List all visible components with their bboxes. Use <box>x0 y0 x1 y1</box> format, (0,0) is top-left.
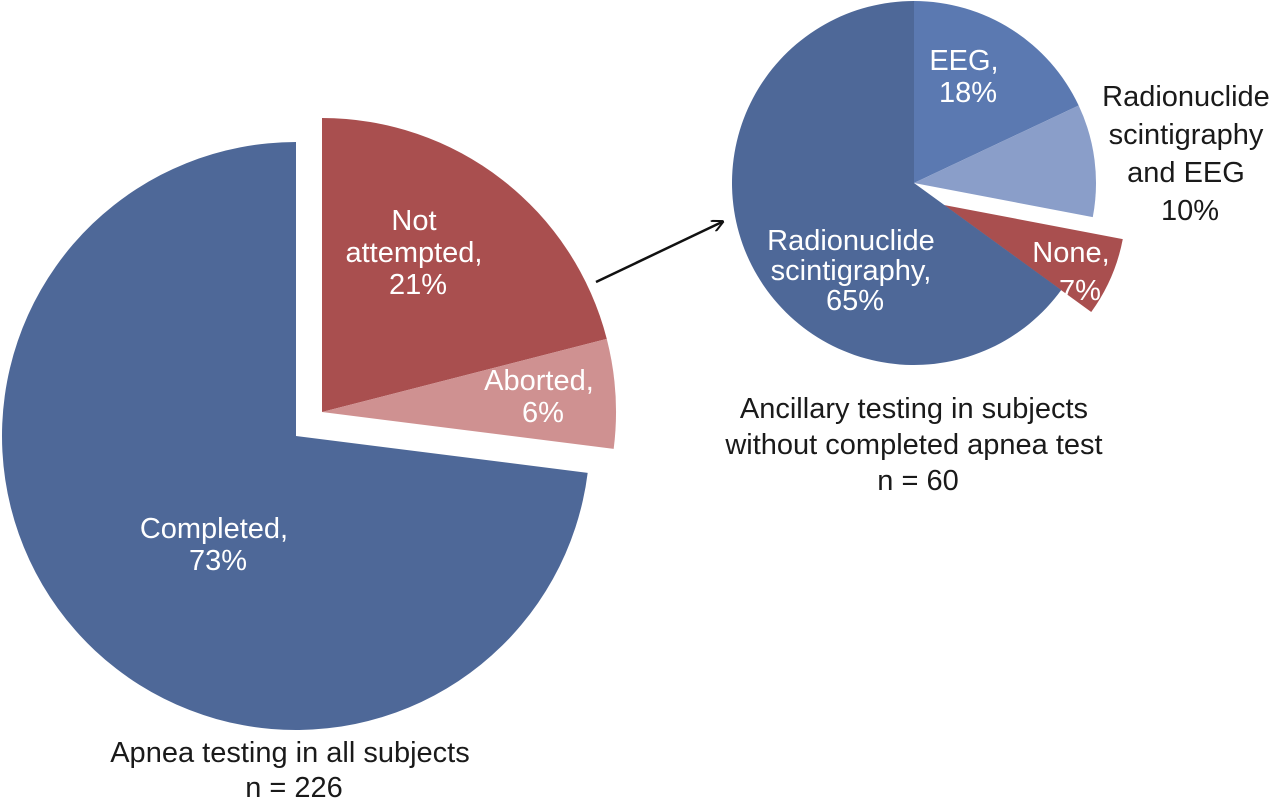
label-not-attempted: Not attempted, 21% <box>345 205 490 301</box>
label-eeg: EEG, 18% <box>929 45 1006 109</box>
pie-apnea-testing: Completed, 73% Not attempted, 21% Aborte… <box>1 118 616 804</box>
slice-eeg <box>914 1 1079 183</box>
label-completed: Completed, 73% <box>140 513 296 577</box>
pie-ancillary-testing: EEG, 18% Radionuclide scintigraphy and E… <box>724 1 1278 497</box>
label-aborted: Aborted, 6% <box>484 365 602 429</box>
slice-aborted <box>322 338 616 449</box>
caption-ancillary-testing: Ancillary testing in subjects without co… <box>724 393 1110 497</box>
slice-completed <box>1 141 588 730</box>
label-radionuclide-and-eeg: Radionuclide scintigraphy and EEG 10% <box>1102 81 1278 227</box>
slice-radionuclide-and-eeg <box>914 105 1097 218</box>
caption-apnea-testing: Apnea testing in all subjects n = 226 <box>110 737 478 804</box>
slice-radionuclide-scintigraphy <box>732 1 1062 365</box>
label-radionuclide-scintigraphy: Radionuclide scintigraphy, 65% <box>767 225 943 317</box>
connector-arrow <box>595 222 722 284</box>
slice-none <box>944 205 1123 312</box>
label-none: None, 7% <box>1032 237 1117 307</box>
slice-not-attempted <box>322 118 607 412</box>
